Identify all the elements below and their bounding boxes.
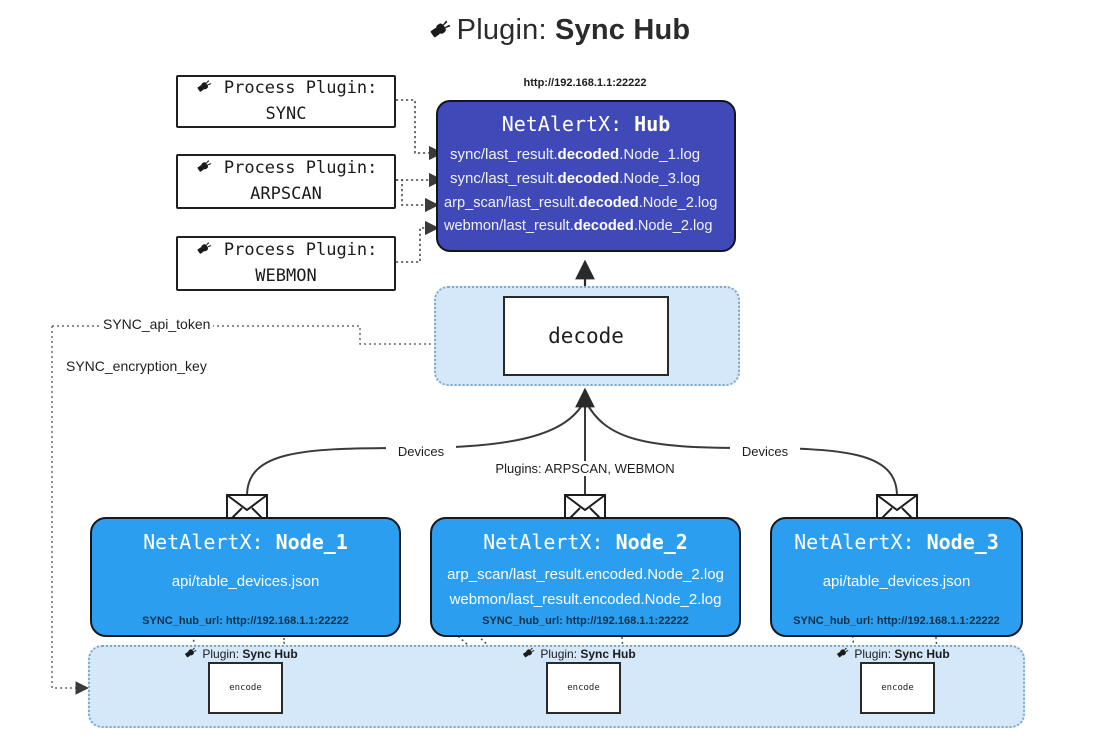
node-title: NetAlertX: Node_3 — [772, 530, 1021, 554]
plug-icon — [195, 160, 223, 180]
decode-box[interactable]: decode — [503, 296, 669, 376]
page-title-prefix: Plugin: — [456, 14, 555, 46]
hub-title-prefix: NetAlertX: — [501, 112, 635, 136]
encode-label: encode — [881, 683, 914, 693]
node-box-node-2[interactable]: NetAlertX: Node_2 arp_scan/last_result.e… — [430, 517, 741, 637]
encode-box-3[interactable]: encode — [860, 662, 935, 714]
node-body: api/table_devices.json — [772, 570, 1021, 595]
node-box-node-1[interactable]: NetAlertX: Node_1 api/table_devices.json… — [90, 517, 401, 637]
edge-encryption-key-to-encoders — [51, 326, 89, 695]
plug-icon — [183, 647, 201, 663]
process-plugin-value: WEBMON — [255, 265, 317, 286]
hub-url-label: http://192.168.1.1:22222 — [523, 77, 647, 89]
node-title-name: Node_3 — [926, 530, 999, 554]
node-title-prefix: NetAlertX: — [794, 530, 927, 554]
edge-label-devices-right: Devices — [730, 444, 800, 459]
hub-box[interactable]: NetAlertX: Hub sync/last_result.decoded.… — [436, 100, 736, 252]
hub-log-row: sync/last_result.decoded.Node_3.log — [450, 170, 701, 188]
node-footer: SYNC_hub_url: http://192.168.1.1:22222 — [482, 615, 689, 627]
encoder-label-name: Sync Hub — [242, 647, 298, 661]
node-title-prefix: NetAlertX: — [483, 530, 616, 554]
plug-icon — [521, 647, 539, 663]
encode-box-1[interactable]: encode — [208, 662, 283, 714]
process-plugin-label: Process Plugin: — [223, 240, 378, 261]
encode-label: encode — [229, 683, 262, 693]
node-title-name: Node_1 — [275, 530, 348, 554]
node-box-node-3[interactable]: NetAlertX: Node_3 api/table_devices.json… — [770, 517, 1023, 637]
hub-log-row: sync/last_result.decoded.Node_1.log — [450, 146, 701, 163]
encoder-label-prefix: Plugin: — [854, 647, 895, 661]
encoder-plugin-label-1: Plugin: Sync Hub — [183, 645, 298, 663]
process-plugin-label: Process Plugin: — [223, 158, 378, 179]
node-body: arp_scan/last_result.encoded.Node_2.log … — [432, 563, 739, 613]
edge-webmon-to-log4 — [396, 220, 440, 263]
plug-icon — [427, 16, 453, 50]
plug-icon — [835, 647, 853, 663]
hub-log-row: webmon/last_result.decoded.Node_2.log — [444, 218, 713, 235]
encoder-label-name: Sync Hub — [580, 647, 636, 661]
hub-title-name: Hub — [634, 112, 671, 136]
decode-label: decode — [548, 324, 624, 348]
process-plugin-label: Process Plugin: — [223, 78, 378, 99]
process-plugin-sync[interactable]: Process Plugin: SYNC — [176, 75, 396, 128]
plug-icon — [195, 242, 223, 262]
edge-label-plugins-center: Plugins: ARPSCAN, WEBMON — [470, 461, 700, 476]
encode-label: encode — [567, 683, 600, 693]
node-data-line: arp_scan/last_result.encoded.Node_2.log — [447, 566, 724, 583]
node-title: NetAlertX: Node_1 — [92, 530, 399, 554]
edge-sync-to-log1 — [396, 99, 444, 161]
node-body: api/table_devices.json — [92, 570, 399, 595]
edge-label-devices-left: Devices — [386, 444, 456, 459]
encoder-label-prefix: Plugin: — [540, 647, 581, 661]
encoder-plugin-label-3: Plugin: Sync Hub — [835, 645, 950, 663]
node-title-name: Node_2 — [615, 530, 688, 554]
node-data-line: api/table_devices.json — [822, 573, 971, 590]
encode-box-2[interactable]: encode — [546, 662, 621, 714]
node-title-prefix: NetAlertX: — [143, 530, 276, 554]
node-footer: SYNC_hub_url: http://192.168.1.1:22222 — [793, 615, 1000, 627]
process-plugin-value: SYNC — [265, 103, 307, 124]
process-plugin-arpscan[interactable]: Process Plugin: ARPSCAN — [176, 154, 396, 209]
plug-icon — [195, 80, 223, 100]
process-plugin-value: ARPSCAN — [250, 183, 322, 204]
sync-encryption-key-label: SYNC_encryption_key — [63, 358, 210, 374]
process-plugin-webmon[interactable]: Process Plugin: WEBMON — [176, 236, 396, 291]
node-data-line: webmon/last_result.encoded.Node_2.log — [449, 590, 722, 608]
encoder-plugin-label-2: Plugin: Sync Hub — [521, 645, 636, 663]
encoder-label-prefix: Plugin: — [202, 647, 243, 661]
node-title: NetAlertX: Node_2 — [432, 530, 739, 554]
sync-api-token-label: SYNC_api_token — [100, 316, 214, 332]
node-data-line: api/table_devices.json — [171, 573, 320, 590]
node-footer: SYNC_hub_url: http://192.168.1.1:22222 — [142, 615, 349, 627]
encoder-label-name: Sync Hub — [894, 647, 950, 661]
edge-arpscan-to-log3 — [396, 179, 440, 213]
hub-log-row: arp_scan/last_result.decoded.Node_2.log — [444, 194, 718, 211]
page-title-name: Sync Hub — [554, 14, 691, 46]
page-title: Plugin: Sync Hub — [0, 14, 1117, 50]
hub-title: NetAlertX: Hub — [438, 112, 734, 136]
